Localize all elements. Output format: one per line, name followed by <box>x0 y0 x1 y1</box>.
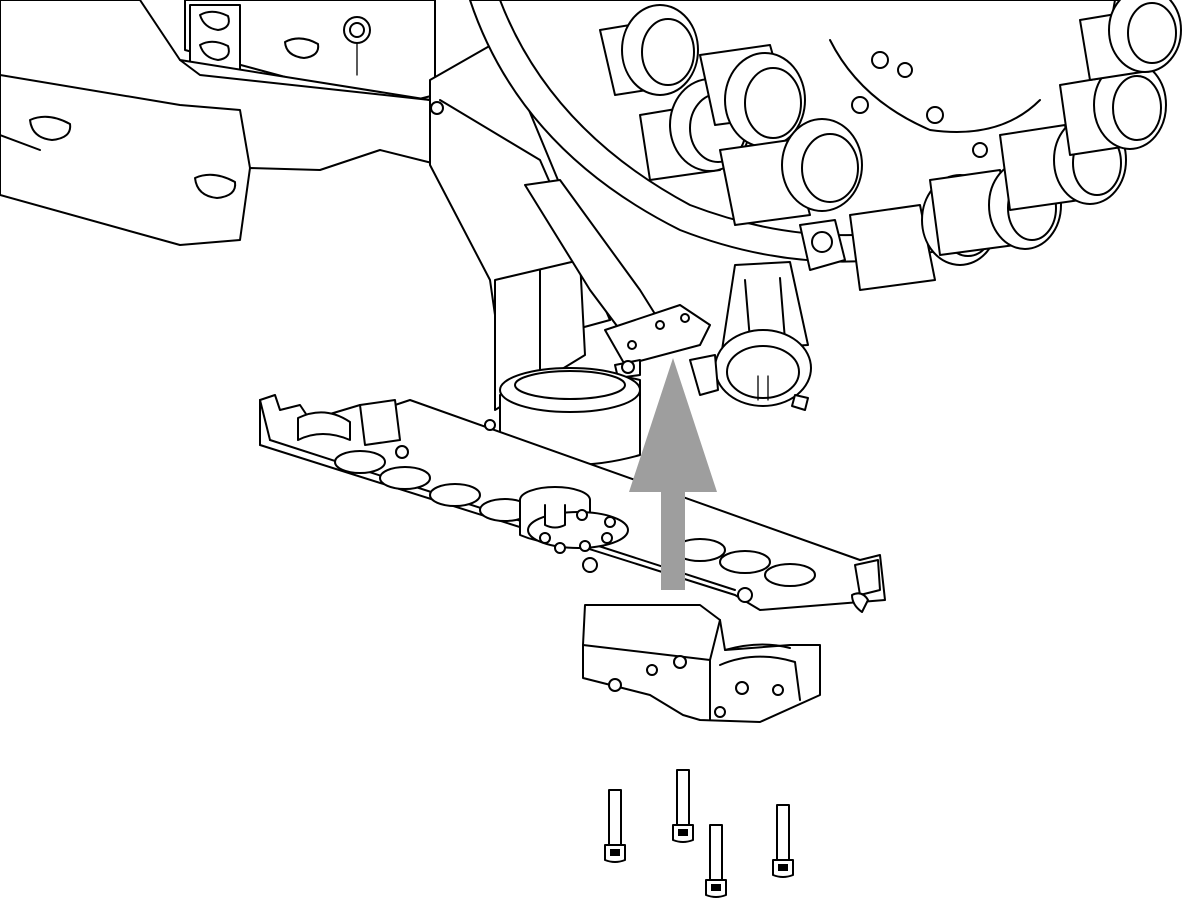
socket-head-cap-screw <box>604 789 626 863</box>
tool-pocket <box>699 44 806 148</box>
socket-head-cap-screw <box>705 824 727 898</box>
tool-pocket <box>719 118 863 226</box>
mounting-plate <box>604 304 719 396</box>
spindle-head-assembly <box>259 367 886 613</box>
tool-pocket <box>1079 0 1182 81</box>
tool-changer-carousel <box>469 0 1182 411</box>
spindle-nose <box>519 486 629 573</box>
socket-head-cap-screw <box>772 804 794 878</box>
wall-screw <box>343 16 371 76</box>
active-tool-holder <box>714 261 812 411</box>
machine-frame <box>0 0 666 411</box>
support-bracket <box>582 604 821 723</box>
assembly-direction-arrow <box>629 358 717 590</box>
socket-head-cap-screw <box>672 769 694 843</box>
tool-pocket <box>599 4 699 96</box>
